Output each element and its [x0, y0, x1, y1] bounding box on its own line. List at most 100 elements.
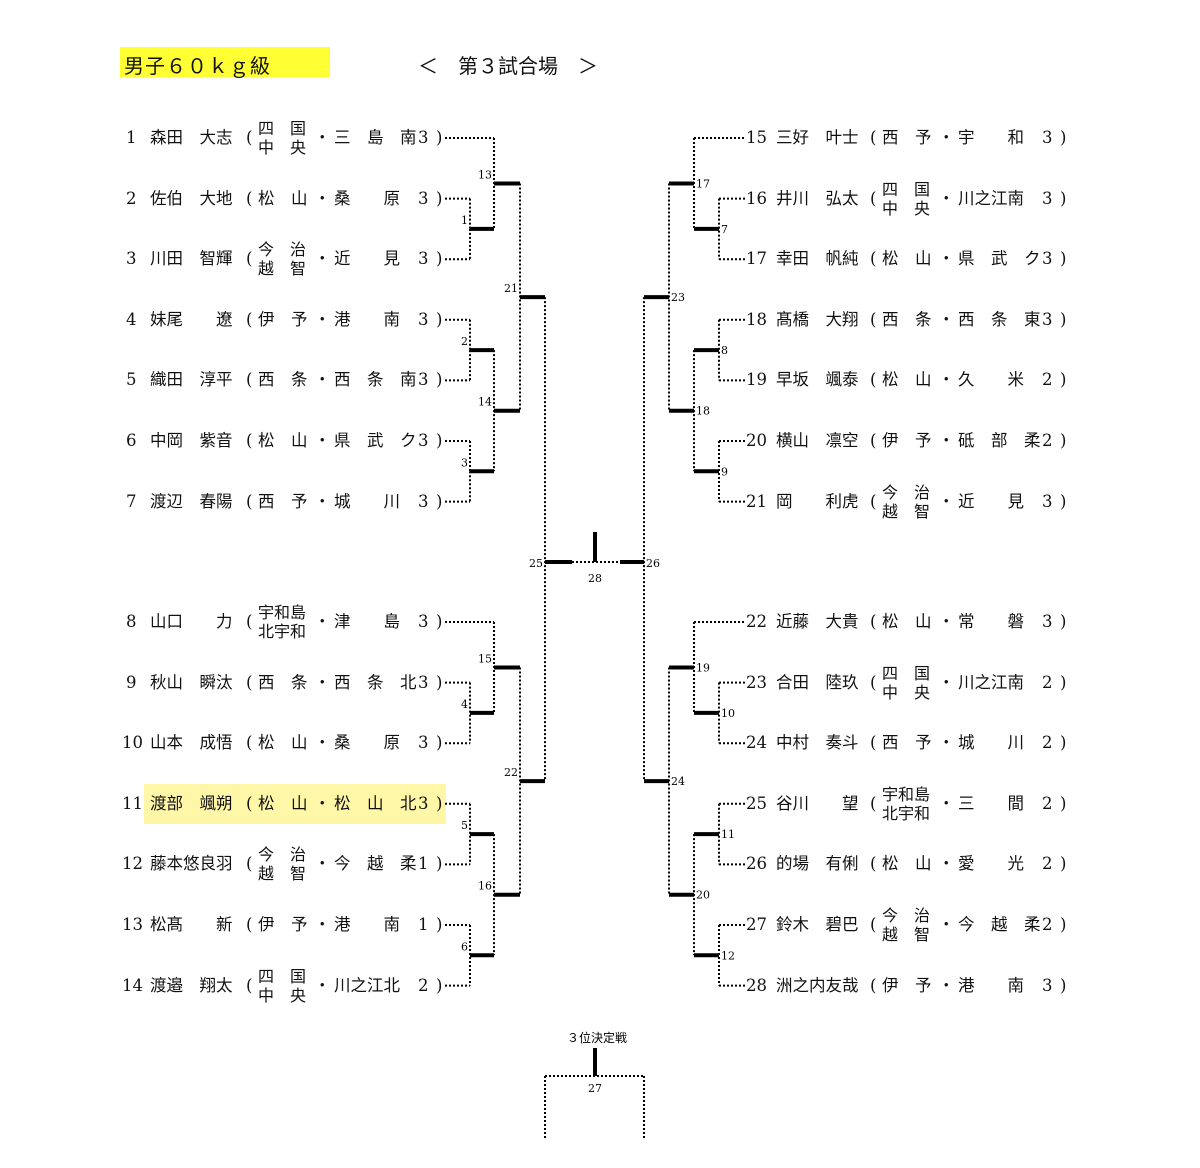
entry-grade: 2: [1042, 915, 1053, 934]
entry-school: 西 条 北: [334, 672, 417, 692]
entry-school: 今 越 柔: [958, 915, 1041, 934]
entry-name: 横山 凛空: [776, 431, 859, 450]
entry-region: 今 治越 智: [258, 845, 306, 883]
separator-dot: ・: [938, 431, 955, 450]
paren-close: ): [436, 733, 443, 753]
entry-region: 松 山: [258, 793, 308, 813]
entry-region-line: 今 治: [258, 845, 307, 865]
separator-dot: ・: [314, 975, 331, 995]
paren-open: (: [246, 612, 253, 631]
entry-name: 髙橋 大翔: [776, 309, 859, 329]
entry-grade: 3: [418, 793, 429, 813]
entry-name: 洲之内友哉: [776, 975, 859, 995]
entry-region-line: 四 国: [258, 119, 307, 138]
entry-seed: 8: [126, 612, 137, 631]
entry-grade: 2: [1042, 854, 1053, 874]
paren-close: ): [436, 975, 443, 995]
separator-dot: ・: [314, 793, 331, 813]
entry-grade: 3: [1042, 188, 1053, 208]
entry-grade: 2: [1042, 672, 1053, 692]
match-number: 22: [504, 766, 518, 779]
entry-school: 港 南: [334, 915, 400, 934]
match-number: 2: [461, 335, 468, 348]
paren-open: (: [870, 915, 877, 934]
separator-dot: ・: [314, 188, 331, 208]
entry-region-line: 中 央: [882, 682, 931, 702]
separator-dot: ・: [314, 491, 331, 511]
paren-close: ): [1060, 309, 1067, 329]
paren-open: (: [246, 854, 253, 874]
separator-dot: ・: [938, 915, 955, 934]
match-number: 3: [461, 456, 468, 469]
paren-open: (: [246, 249, 253, 269]
title-highlight: [120, 47, 330, 77]
entry-name: 渡部 颯朔: [150, 793, 233, 813]
paren-open: (: [870, 370, 877, 390]
paren-close: ): [1060, 491, 1067, 511]
entry-region-line: 四 国: [882, 663, 931, 683]
paren-close: ): [436, 915, 443, 934]
paren-open: (: [870, 975, 877, 995]
entry-region: 四 国中 央: [882, 664, 930, 702]
paren-close: ): [436, 309, 443, 329]
separator-dot: ・: [938, 672, 955, 692]
entry-region: 西 条: [258, 672, 308, 692]
separator-dot: ・: [938, 128, 955, 147]
match-number: 14: [478, 396, 492, 409]
entry-grade: 3: [418, 188, 429, 208]
paren-close: ): [1060, 915, 1067, 934]
entry-grade: 3: [418, 309, 429, 329]
paren-close: ): [1060, 431, 1067, 450]
entry-region-line: 中 央: [258, 985, 307, 1005]
entry-region: 伊 予: [882, 975, 932, 995]
entry-name: 三好 叶士: [776, 128, 859, 147]
match-number: 1: [461, 214, 468, 227]
entry-school: 城 川: [334, 491, 400, 511]
entry-school: 久 米: [958, 370, 1024, 390]
match-number: 4: [461, 698, 468, 711]
match-number: 13: [478, 168, 492, 181]
paren-open: (: [870, 249, 877, 269]
entry-school: 桑 原: [334, 188, 400, 208]
entry-region: 今 治越 智: [882, 483, 930, 521]
entry-region: 今 治越 智: [258, 240, 306, 278]
entry-region: 宇和島北宇和: [258, 603, 306, 641]
entry-school: 近 見: [958, 491, 1024, 511]
paren-close: ): [1060, 733, 1067, 753]
entry-name: 森田 大志: [150, 128, 233, 147]
paren-close: ): [436, 491, 443, 511]
paren-open: (: [870, 431, 877, 450]
paren-close: ): [1060, 793, 1067, 813]
entry-school: 三 間: [958, 793, 1024, 813]
separator-dot: ・: [938, 793, 955, 813]
entry-name: 合田 陸玖: [776, 672, 859, 692]
separator-dot: ・: [938, 249, 955, 269]
entry-school: 常 磐: [958, 612, 1024, 631]
paren-open: (: [246, 431, 253, 450]
entry-name: 山本 成悟: [150, 733, 233, 753]
separator-dot: ・: [938, 612, 955, 631]
entry-region-line: 越 智: [882, 501, 931, 521]
match-number: 27: [588, 1082, 602, 1095]
separator-dot: ・: [314, 915, 331, 934]
entry-school: 城 川: [958, 733, 1024, 753]
entry-region: 四 国中 央: [258, 119, 306, 157]
entry-grade: 3: [1042, 128, 1053, 147]
paren-close: ): [1060, 612, 1067, 631]
entry-name: 中岡 紫音: [150, 431, 233, 450]
separator-dot: ・: [314, 249, 331, 269]
entry-grade: 2: [1042, 431, 1053, 450]
paren-open: (: [246, 491, 253, 511]
entry-seed: 27: [746, 915, 767, 934]
paren-close: ): [436, 188, 443, 208]
separator-dot: ・: [314, 370, 331, 390]
entry-school: 西 条 南: [334, 370, 417, 390]
